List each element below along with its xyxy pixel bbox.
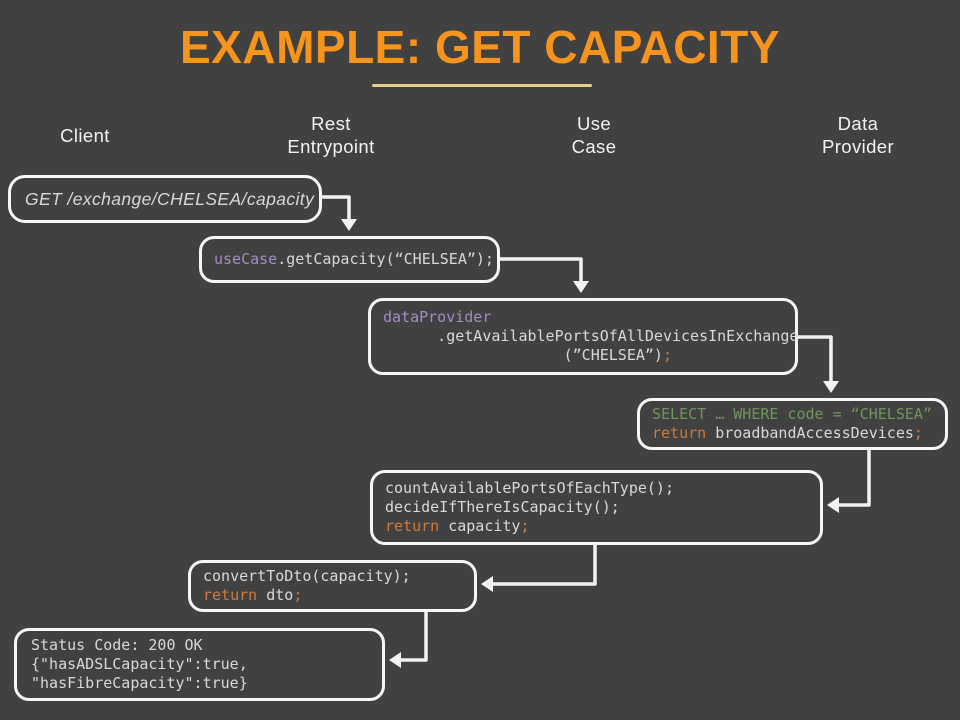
arrow-usecase-return bbox=[481, 545, 597, 592]
column-header-client: Client bbox=[25, 110, 145, 160]
convert-dto-box: convertToDto(capacity);return dto; bbox=[188, 560, 477, 612]
usecase-call-box: useCase.getCapacity(“CHELSEA”); bbox=[199, 236, 500, 283]
client-request-box: GET /exchange/CHELSEA/capacity bbox=[8, 175, 322, 223]
column-header-line: Use bbox=[576, 113, 612, 134]
column-header-rest-entrypoint: Rest Entrypoint bbox=[251, 110, 411, 160]
arrow-entrypoint-return bbox=[389, 612, 428, 668]
arrow-client-to-entrypoint bbox=[322, 195, 357, 231]
page-title: EXAMPLE: GET CAPACITY bbox=[179, 21, 780, 73]
column-header-line: Entrypoint bbox=[287, 136, 375, 157]
sql-query-box: SELECT … WHERE code = “CHELSEA”return br… bbox=[637, 398, 948, 450]
title-underline bbox=[372, 84, 592, 87]
usecase-logic-box: countAvailablePortsOfEachType();decideIf… bbox=[370, 470, 823, 545]
dataprovider-call-box: dataProvider .getAvailablePortsOfAllDevi… bbox=[368, 298, 798, 375]
column-header-line: Client bbox=[60, 124, 110, 146]
arrow-usecase-to-dataprovider bbox=[798, 335, 839, 393]
column-header-line: Data bbox=[837, 113, 879, 134]
column-header-line: Provider bbox=[821, 136, 895, 157]
column-header-line: Rest bbox=[311, 113, 351, 134]
column-header-data-provider: Data Provider bbox=[778, 110, 938, 160]
column-header-line: Case bbox=[571, 136, 617, 157]
column-header-use-case: Use Case bbox=[514, 110, 674, 160]
http-response-box: Status Code: 200 OK{"hasADSLCapacity":tr… bbox=[14, 628, 385, 701]
arrow-entrypoint-to-usecase bbox=[500, 257, 589, 293]
arrow-dataprovider-return bbox=[827, 450, 871, 513]
